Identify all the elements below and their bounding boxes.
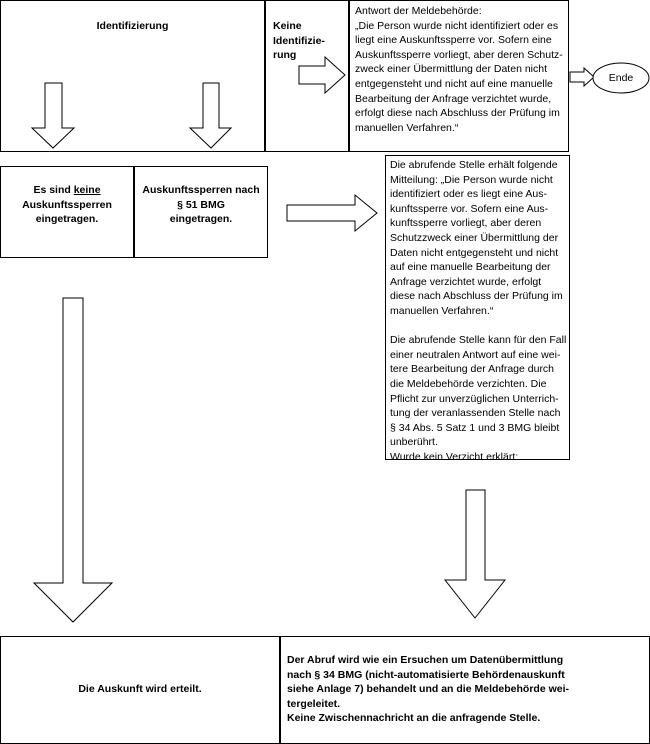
right-arrow-blocks [286,193,378,233]
down-arrow-right [188,82,233,149]
right-arrow-end [569,66,595,88]
blocks-label: Auskunftssperren nach § 51 BMG eingetrag… [142,184,260,226]
registry-response-text: Antwort der Meldebehörde: „Die Person wu… [355,5,563,134]
end-label: Ende [608,72,634,84]
identification-box [0,0,265,152]
granted-label: Die Auskunft wird erteilt. [78,683,202,695]
down-arrow-left [30,82,76,149]
end-terminal [592,62,650,94]
blocks-box [134,166,268,258]
no-identification-label: Keine Identifizie- rung [273,20,325,62]
notice-box [385,155,570,460]
no-blocks-label: Es sind keine Auskunftssperren eingetrag… [22,184,112,226]
forward-box [280,636,650,744]
notice-text: Die abrufende Stelle erhält folgende Mit… [390,159,567,463]
forward-text: Der Abruf wird wie ein Ersuchen um Daten… [287,654,569,725]
no-blocks-box [0,166,134,258]
granted-box [0,636,280,744]
down-arrow-no-blocks [32,297,114,623]
down-arrow-notice [443,489,507,619]
identification-label: Identifizierung [96,20,169,32]
registry-response-box [349,0,569,152]
right-arrow-no-identification [298,55,346,95]
